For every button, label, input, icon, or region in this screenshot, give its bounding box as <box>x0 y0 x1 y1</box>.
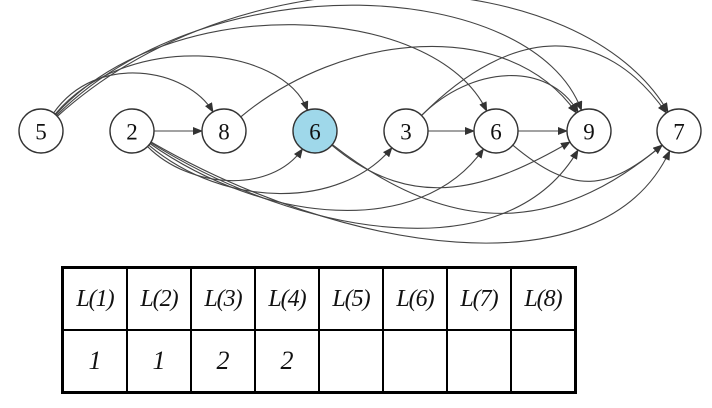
value-cell-7 <box>446 329 512 394</box>
edge-n5-n7 <box>421 75 579 116</box>
graph-node-8: 7 <box>656 108 702 154</box>
graph-node-6: 6 <box>473 108 519 154</box>
node-label: 5 <box>35 120 47 145</box>
edge-n2-n6 <box>149 143 484 211</box>
graph-node-2: 2 <box>109 108 155 154</box>
node-label: 6 <box>490 120 502 145</box>
graph-node-7: 9 <box>566 108 612 154</box>
dag-graph: 5 2 8 6 3 6 9 7 <box>18 0 702 244</box>
node-label: 9 <box>583 120 595 145</box>
node-circle <box>18 108 64 154</box>
header-cell-3: L(3) <box>190 266 256 331</box>
node-label: 3 <box>400 120 412 145</box>
nodes-layer: 5 2 8 6 3 6 9 7 <box>18 108 702 154</box>
header-cell-7: L(7) <box>446 266 512 331</box>
edge-n4-n8 <box>331 144 663 214</box>
edges-layer <box>53 0 671 244</box>
node-circle <box>292 108 338 154</box>
node-circle <box>201 108 247 154</box>
node-circle <box>383 108 429 154</box>
value-cell-8 <box>510 329 577 394</box>
node-circle <box>109 108 155 154</box>
value-cell-2: 1 <box>126 329 192 394</box>
edge-n1-n3 <box>53 72 214 114</box>
value-cell-5 <box>318 329 384 394</box>
node-label: 7 <box>673 120 685 145</box>
value-cell-3: 2 <box>190 329 256 394</box>
table-value-row: 1 1 2 2 <box>61 329 577 394</box>
header-cell-2: L(2) <box>126 266 192 331</box>
node-label: 2 <box>126 120 138 145</box>
edge-n2-n4 <box>147 146 303 182</box>
header-cell-6: L(6) <box>382 266 448 331</box>
node-circle <box>656 108 702 154</box>
edge-n1-n6 <box>55 24 488 116</box>
l-value-table: L(1) L(2) L(3) L(4) L(5) L(6) L(7) L(8) … <box>61 266 577 394</box>
header-cell-8: L(8) <box>510 266 577 331</box>
graph-node-1: 5 <box>18 108 64 154</box>
edge-n1-n4 <box>54 55 309 115</box>
graph-node-3: 8 <box>201 108 247 154</box>
header-cell-4: L(4) <box>254 266 320 331</box>
edge-n2-n8 <box>150 141 671 244</box>
graph-node-4: 6 <box>292 108 338 154</box>
header-cell-5: L(5) <box>318 266 384 331</box>
edge-n2-n5 <box>148 144 393 195</box>
node-circle <box>473 108 519 154</box>
header-cell-1: L(1) <box>61 266 128 331</box>
edge-n2-n7 <box>150 142 579 229</box>
value-cell-4: 2 <box>254 329 320 394</box>
table-header-row: L(1) L(2) L(3) L(4) L(5) L(6) L(7) L(8) <box>61 266 577 331</box>
edge-n3-n7 <box>240 45 577 118</box>
edge-n1-n8 <box>56 0 669 117</box>
value-cell-1: 1 <box>61 329 128 394</box>
edge-n5-n8 <box>421 45 667 116</box>
graph-node-5: 3 <box>383 108 429 154</box>
edge-n1-n7 <box>56 4 583 116</box>
edge-n6-n8 <box>512 144 663 182</box>
node-label: 8 <box>218 120 230 145</box>
value-cell-6 <box>382 329 448 394</box>
node-label: 6 <box>309 120 321 145</box>
node-circle <box>566 108 612 154</box>
